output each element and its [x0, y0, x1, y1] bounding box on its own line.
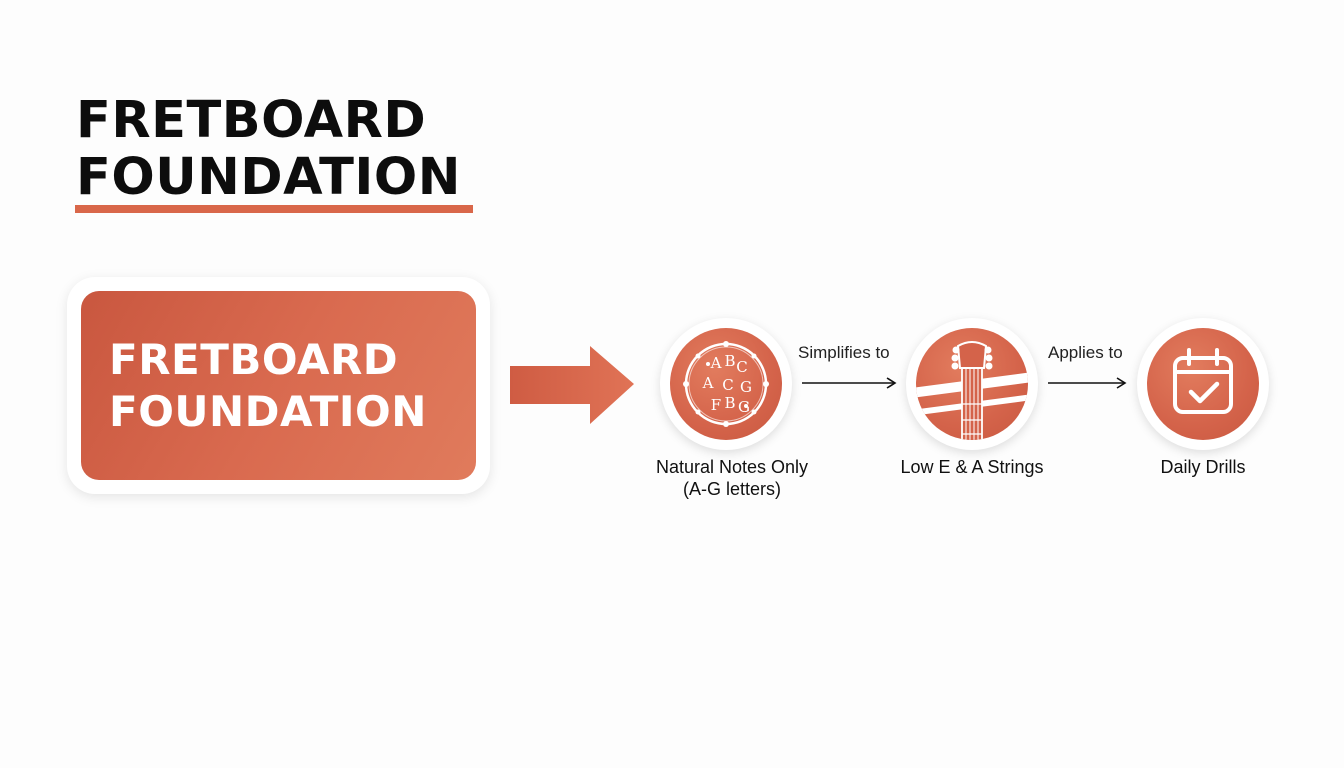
edge-arrow-2 [1048, 377, 1127, 389]
icon-letter: A [702, 374, 714, 392]
big-arrow-icon [510, 346, 634, 424]
edge-label-simplifies-to: Simplifies to [798, 343, 890, 362]
hero-card: FRETBOARD FOUNDATION [81, 291, 476, 480]
node-daily-drills-label-line-1: Daily Drills [1160, 457, 1246, 477]
icon-letter: G [738, 398, 750, 416]
icon-letter: F [711, 396, 721, 414]
node-natural-notes: A B C A C G F B G [660, 318, 792, 450]
edge-arrow-1 [802, 377, 897, 389]
node-low-strings-label: Low E & A Strings [872, 456, 1072, 478]
node-natural-notes-label-line-2: (A-G letters) [682, 479, 781, 499]
node-daily-drills-label: Daily Drills [1103, 456, 1303, 478]
note-letters-icon: A B C A C G F B G [683, 341, 769, 427]
icon-letter: C [736, 358, 747, 376]
icon-letter: B [724, 352, 735, 370]
node-natural-notes-label: Natural Notes Only (A-G letters) [632, 456, 832, 500]
node-low-strings-label-line-1: Low E & A Strings [900, 457, 1044, 477]
node-low-strings-fill [916, 328, 1028, 440]
guitar-headstock-icon [916, 341, 1028, 440]
edge-label-applies-to: Applies to [1048, 343, 1123, 362]
hero-card-line-1: FRETBOARD [109, 334, 399, 384]
hero-card-line-2: FOUNDATION [109, 386, 427, 436]
page-title-line-1: FRETBOARD [76, 91, 427, 150]
icon-letter: A [710, 354, 722, 372]
node-daily-drills [1137, 318, 1269, 450]
icon-letter: C [722, 376, 733, 394]
node-natural-notes-label-line-1: Natural Notes Only [655, 457, 809, 477]
hero-card-frame: FRETBOARD FOUNDATION [67, 277, 490, 494]
node-daily-drills-fill [1147, 328, 1259, 440]
page-title-line-2: FOUNDATION [76, 148, 461, 207]
page-title: FRETBOARD FOUNDATION [76, 92, 461, 206]
node-low-strings [906, 318, 1038, 450]
icon-letter: G [740, 378, 752, 396]
node-natural-notes-fill: A B C A C G F B G [670, 328, 782, 440]
calendar-check-icon [1173, 348, 1233, 414]
icon-letter: B [724, 394, 735, 412]
title-underline [75, 205, 473, 213]
